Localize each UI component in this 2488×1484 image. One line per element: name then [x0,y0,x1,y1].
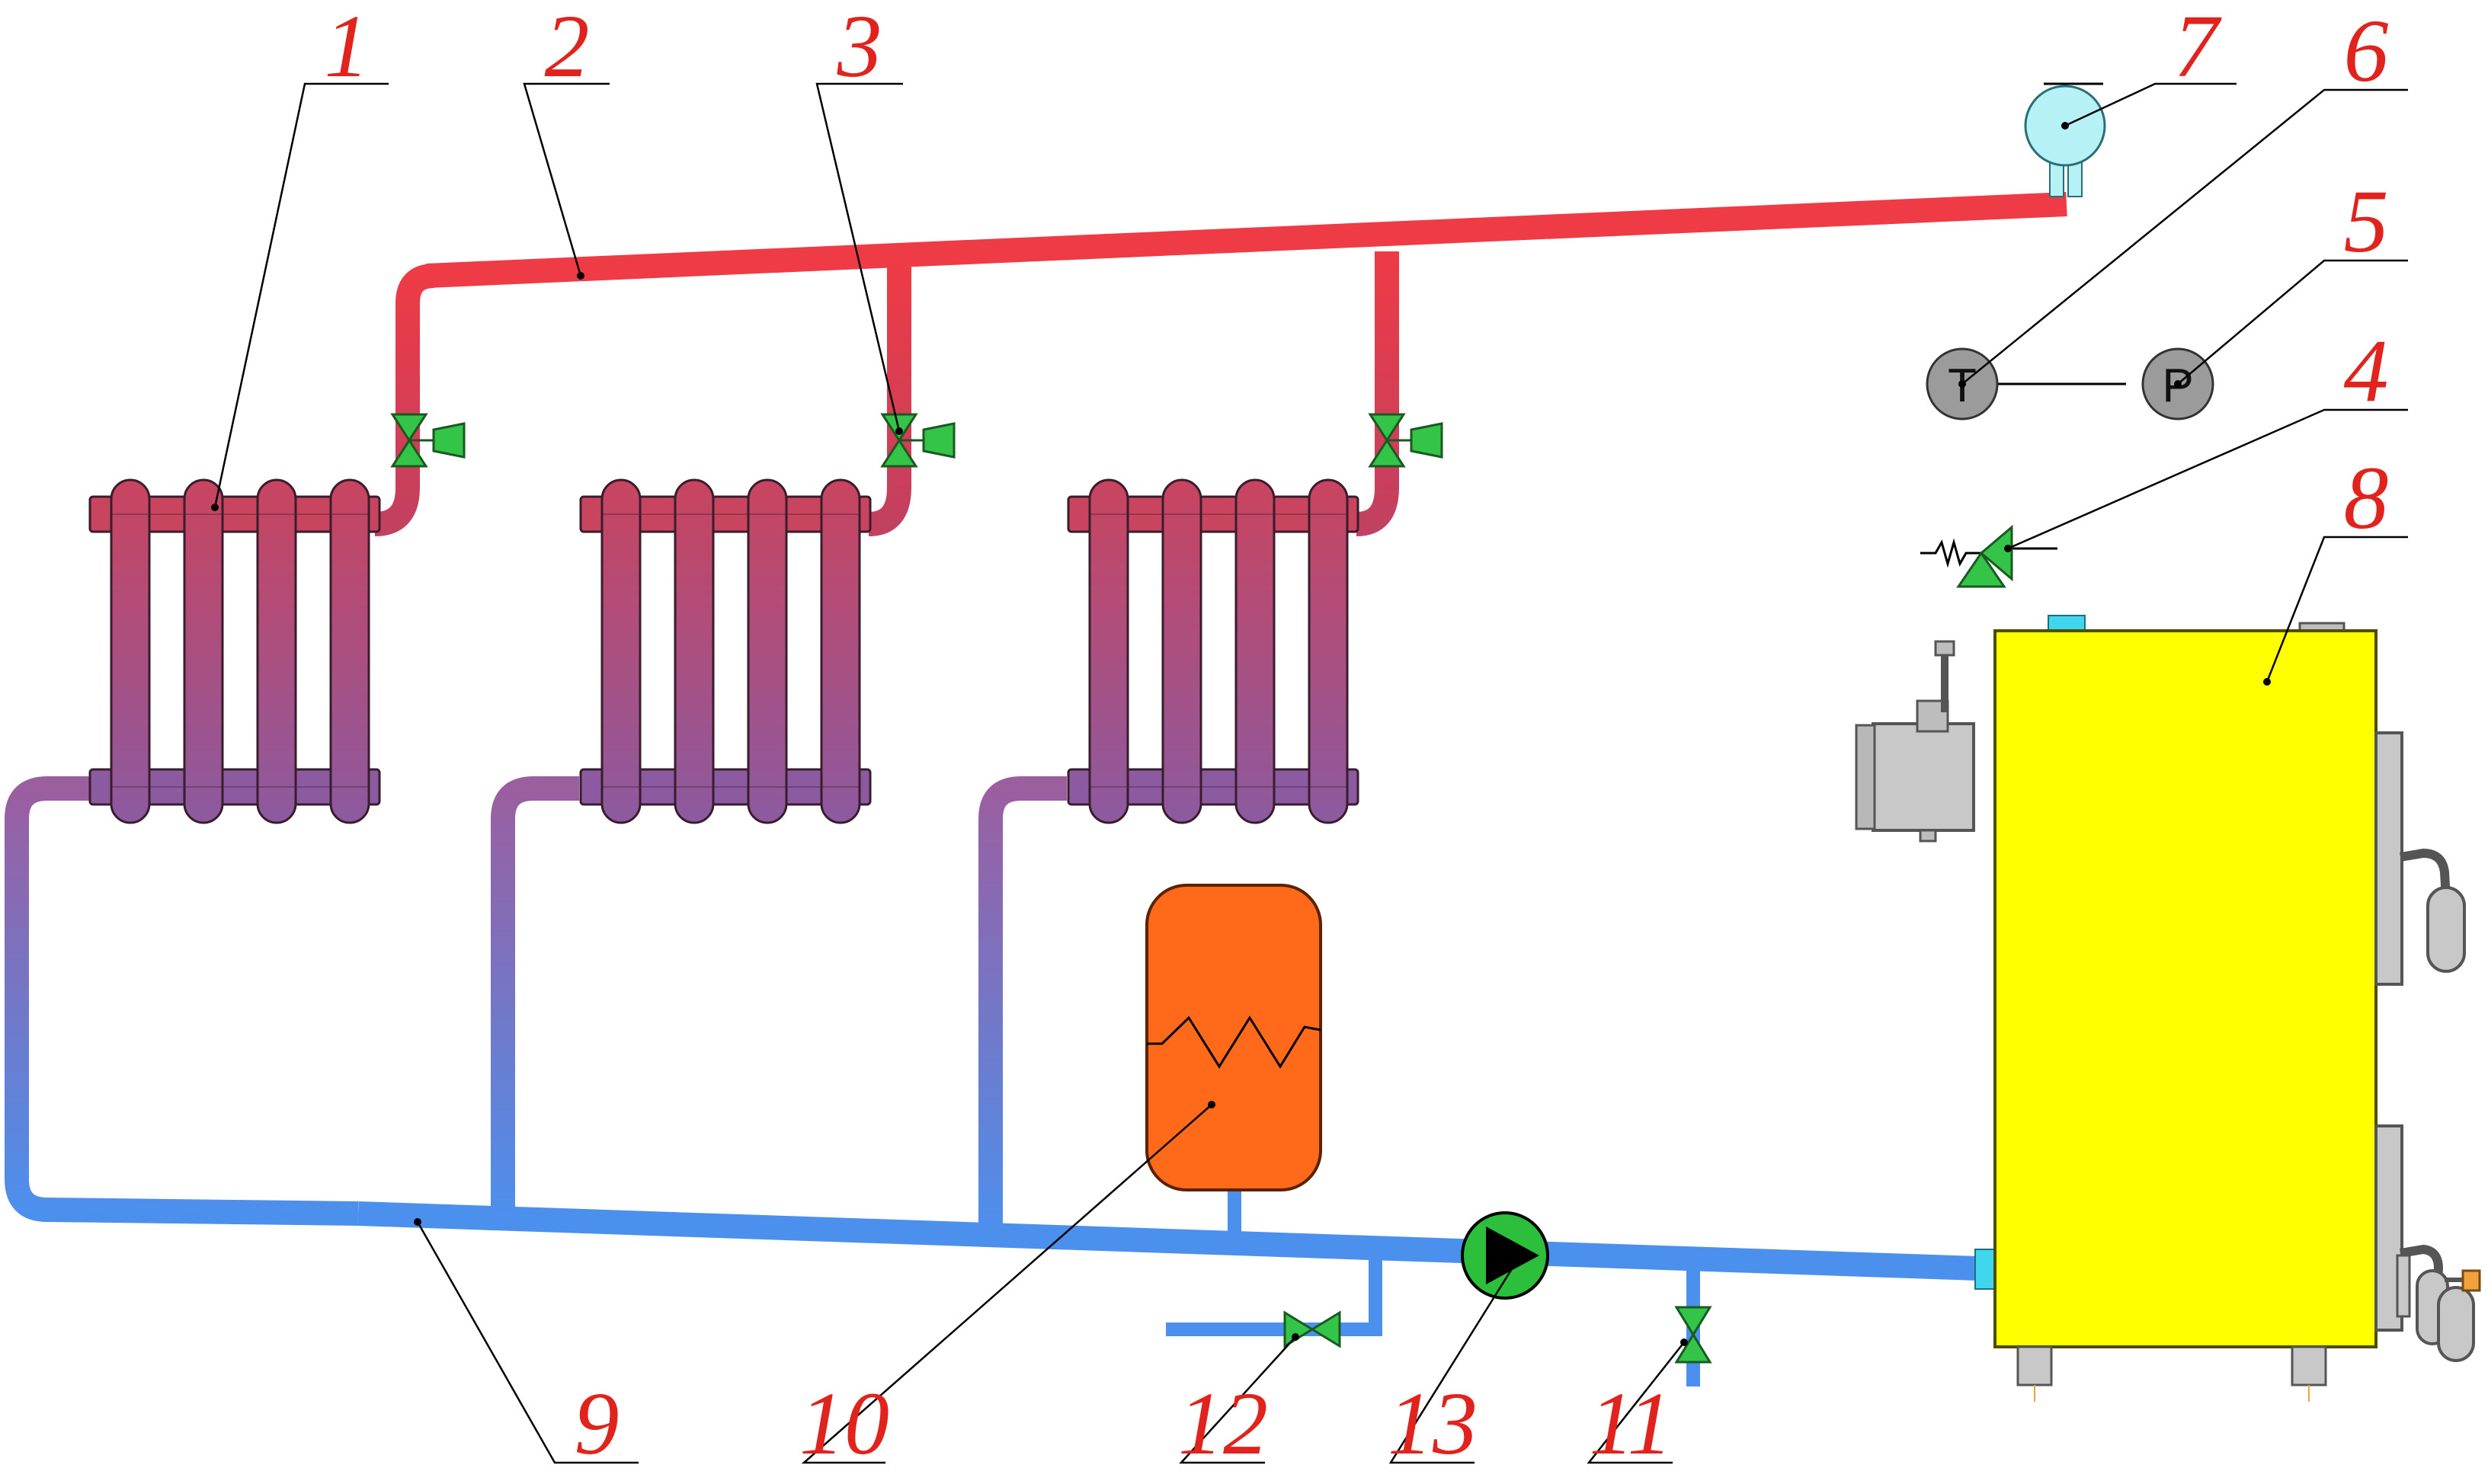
callout-13: 13 [1388,1374,1478,1473]
radiator-2 [579,478,872,824]
leader-lines [213,82,2408,1464]
callout-8: 8 [2344,448,2389,548]
callout-12: 12 [1178,1374,1268,1473]
callout-5: 5 [2344,171,2389,271]
manometer [2024,82,2106,197]
callout-11: 11 [1589,1374,1672,1473]
safety-relief-valve [1920,524,2057,588]
callout-1: 1 [325,0,370,96]
callout-6: 6 [2344,1,2389,101]
anchor-dots [211,122,2271,1346]
drain-valve-11 [1674,1306,1712,1364]
drain-valve-12 [1283,1310,1341,1348]
boiler [1855,622,2481,1402]
boiler-return-fitting [1974,1249,1996,1290]
callout-10: 10 [799,1374,889,1473]
supply-pipes [374,192,2079,619]
callout-9: 9 [575,1374,620,1473]
return-pipes [5,776,1978,1386]
circulation-pump [1461,1211,1549,1300]
callout-numbers: 1 2 3 7 6 5 4 8 9 10 12 13 11 [325,0,2389,1473]
callout-4: 4 [2344,321,2389,421]
callout-7: 7 [2174,0,2223,96]
callout-3: 3 [837,0,882,96]
callout-2: 2 [545,0,590,96]
radiator-valve-1 [391,413,466,468]
radiator-valve-2 [881,413,956,468]
radiator-valve-3 [1369,413,1443,468]
expansion-tank [1145,884,1322,1191]
radiator-3 [1067,478,1359,824]
radiator-1 [88,478,381,824]
